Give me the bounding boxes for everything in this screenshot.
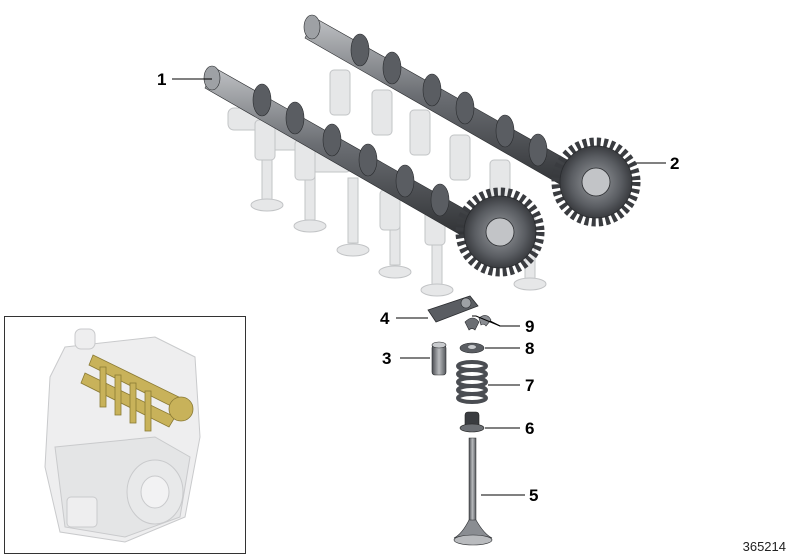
callout-1: 1 <box>157 70 167 89</box>
engine-overview-inset <box>4 316 246 554</box>
part-roller-rocker-arm[interactable] <box>427 295 479 323</box>
part-valve-spring[interactable] <box>456 360 488 404</box>
ghosted-valve-train <box>227 69 547 297</box>
sprocket-intake[interactable] <box>455 187 545 277</box>
engine-overview-drawing <box>44 328 201 543</box>
sprocket-exhaust[interactable] <box>551 137 641 227</box>
leader-lines <box>172 78 666 496</box>
document-number: 365214 <box>742 539 786 554</box>
callout-3: 3 <box>382 349 392 368</box>
part-spring-retainer[interactable] <box>459 342 485 354</box>
callout-7: 7 <box>525 376 535 395</box>
callout-2: 2 <box>670 154 680 173</box>
callout-5: 5 <box>529 486 539 505</box>
highlighted-camshafts <box>80 354 194 432</box>
part-valve[interactable] <box>453 437 493 546</box>
callout-6: 6 <box>525 419 535 438</box>
callout-8: 8 <box>525 339 535 358</box>
camshaft-exhaust[interactable] <box>303 14 586 191</box>
callout-4: 4 <box>380 309 390 328</box>
part-valve-stem-seal[interactable] <box>459 411 485 433</box>
part-hydraulic-lifter[interactable] <box>431 341 447 376</box>
callout-9: 9 <box>525 317 535 336</box>
part-valve-collets[interactable] <box>464 315 492 331</box>
